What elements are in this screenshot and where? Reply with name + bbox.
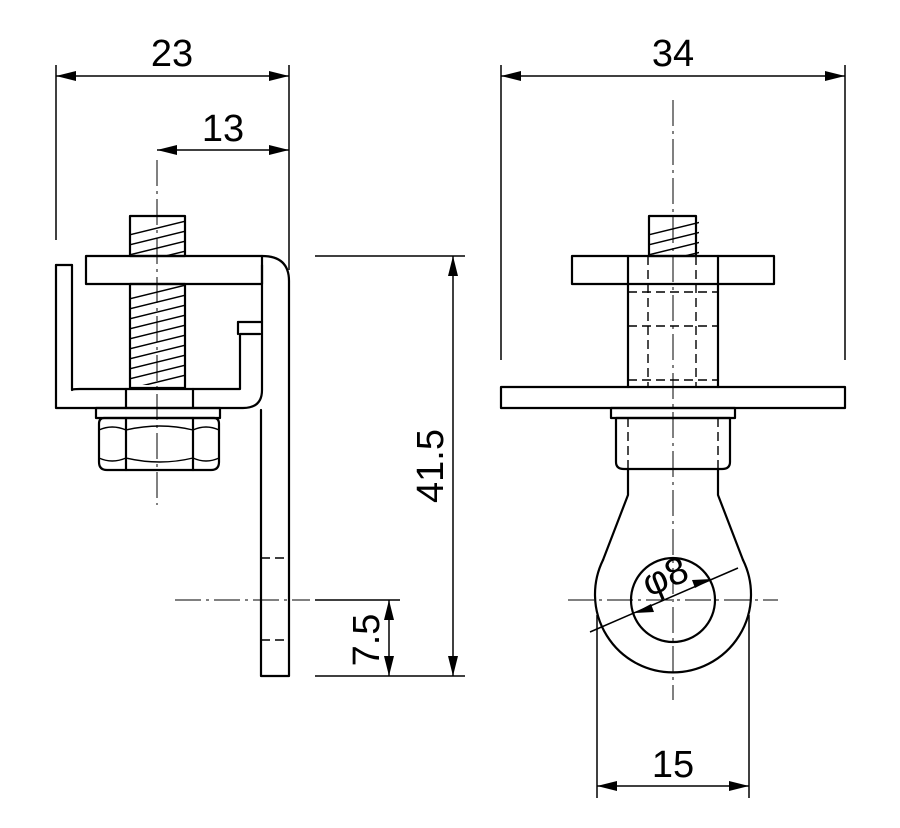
bolt-top bbox=[128, 214, 187, 258]
front-lug-eye bbox=[593, 558, 753, 674]
side-view bbox=[54, 160, 310, 678]
hex-nut-chamfer-4 bbox=[98, 457, 127, 462]
dim-41-5-arrow-bottom bbox=[448, 656, 458, 676]
clamp-plate bbox=[84, 254, 264, 286]
washer bbox=[94, 406, 222, 420]
dim-phi8-leader bbox=[589, 567, 739, 633]
dim-13-label: 13 bbox=[202, 108, 244, 150]
dim-41-5-arrow-top bbox=[448, 256, 458, 276]
l-strap bbox=[259, 254, 291, 678]
front-bolt-thread bbox=[649, 221, 699, 256]
bolt-thread-top bbox=[130, 220, 185, 256]
dim-15-arrow-right bbox=[729, 781, 749, 791]
front-nut bbox=[614, 416, 732, 471]
dim-13-arrow-right bbox=[269, 145, 289, 155]
dim-41-5-label: 41.5 bbox=[410, 429, 452, 503]
dim-phi8-arrow-left bbox=[634, 604, 654, 613]
front-lug-neck-right bbox=[716, 467, 745, 562]
front-lug-neck-left bbox=[601, 467, 630, 562]
front-view bbox=[499, 100, 847, 700]
hex-nut-chamfer-3 bbox=[192, 426, 220, 431]
dim-34-label: 34 bbox=[652, 33, 694, 75]
channel-bracket bbox=[54, 263, 264, 410]
hex-nut-chamfer-5 bbox=[125, 457, 194, 463]
hex-nut bbox=[97, 416, 221, 472]
dim-23-arrow-right bbox=[269, 71, 289, 81]
dim-23-label: 23 bbox=[151, 33, 193, 75]
dim-7-5-arrow-top bbox=[384, 600, 394, 620]
bolt-thread-mid bbox=[130, 285, 185, 385]
dim-7-5-label: 7.5 bbox=[346, 614, 388, 667]
hex-nut-chamfer-1 bbox=[98, 426, 127, 431]
dim-phi8-arrow-right bbox=[692, 579, 712, 588]
dim-15-label: 15 bbox=[652, 744, 694, 786]
dim-34-arrow-left bbox=[501, 71, 521, 81]
dim-7-5-arrow-bottom bbox=[384, 656, 394, 676]
channel-inner bbox=[70, 263, 262, 392]
dim-15-arrow-left bbox=[597, 781, 617, 791]
front-lug-hole bbox=[629, 556, 717, 644]
dim-phi8-label: φ8 bbox=[636, 549, 695, 606]
hex-nut-chamfer-6 bbox=[192, 457, 220, 462]
side-dimensions: 23 13 41.5 7.5 bbox=[55, 33, 465, 677]
front-clamp-plate bbox=[570, 254, 776, 286]
dim-23-arrow-left bbox=[56, 71, 76, 81]
dim-13-arrow-left bbox=[157, 145, 177, 155]
hex-nut-chamfer-2 bbox=[125, 425, 194, 431]
dim-34-arrow-right bbox=[825, 71, 845, 81]
